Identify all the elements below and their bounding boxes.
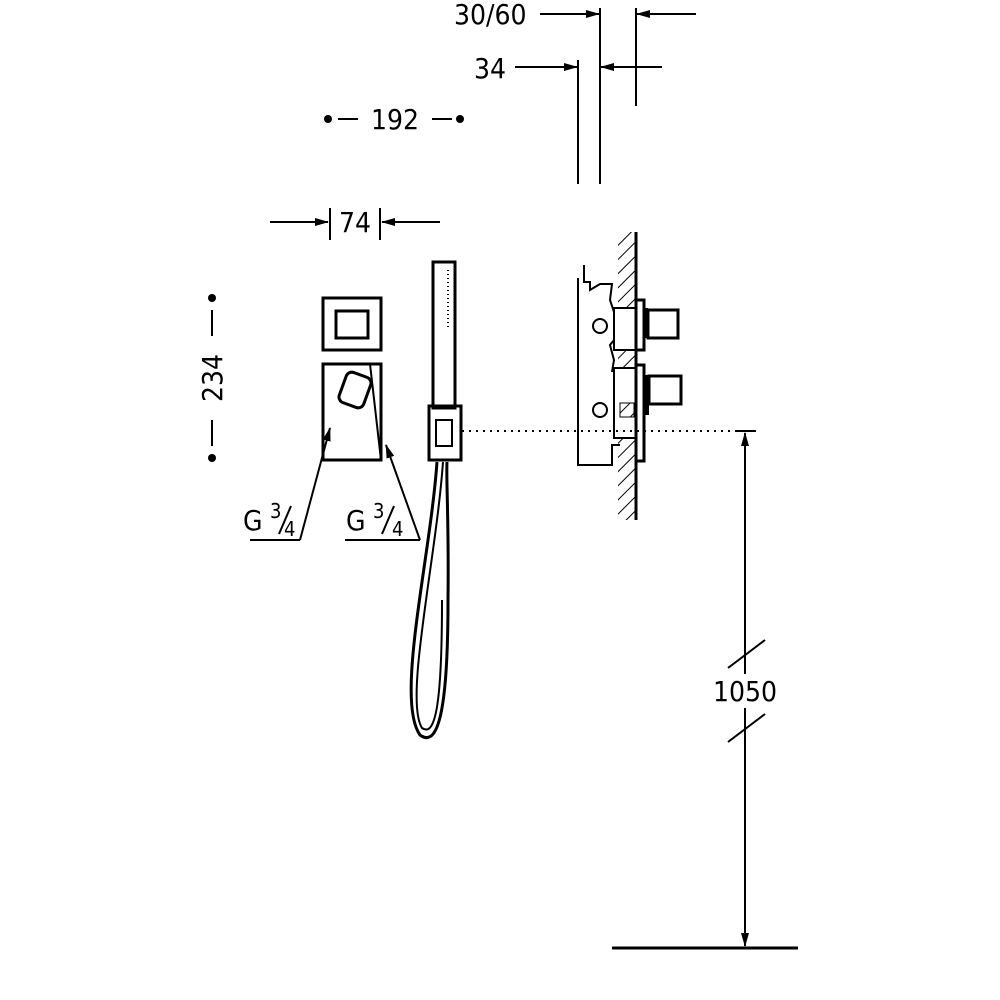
dimension-depth-range: 30/60 <box>454 0 696 184</box>
dimension-label: 74 <box>339 206 371 239</box>
thread-numerator: 3 <box>270 499 281 523</box>
dimension-label: 192 <box>371 103 419 136</box>
thread-label-right: G 3 4 <box>345 444 421 541</box>
dimension-center-distance: 192 <box>324 103 464 136</box>
thread-denominator: 4 <box>392 517 403 541</box>
dimension-label: 30/60 <box>454 0 527 31</box>
thread-numerator: 3 <box>373 499 384 523</box>
dimension-label: 234 <box>196 354 229 402</box>
thread-denominator: 4 <box>284 517 295 541</box>
dimension-height: 234 <box>196 294 229 462</box>
dimension-depth: 34 <box>474 52 662 184</box>
dimension-width: 74 <box>270 206 440 240</box>
dimension-label: 1050 <box>713 675 777 708</box>
thread-letter: G <box>346 504 366 537</box>
thread-letter: G <box>243 504 263 537</box>
front-view-valves <box>321 296 383 462</box>
hand-shower <box>409 260 463 739</box>
thread-label-left: G 3 4 <box>243 427 331 541</box>
dimension-mount-height: 1050 <box>612 430 798 950</box>
side-view-installation <box>577 232 683 520</box>
dimension-label: 34 <box>474 52 506 85</box>
